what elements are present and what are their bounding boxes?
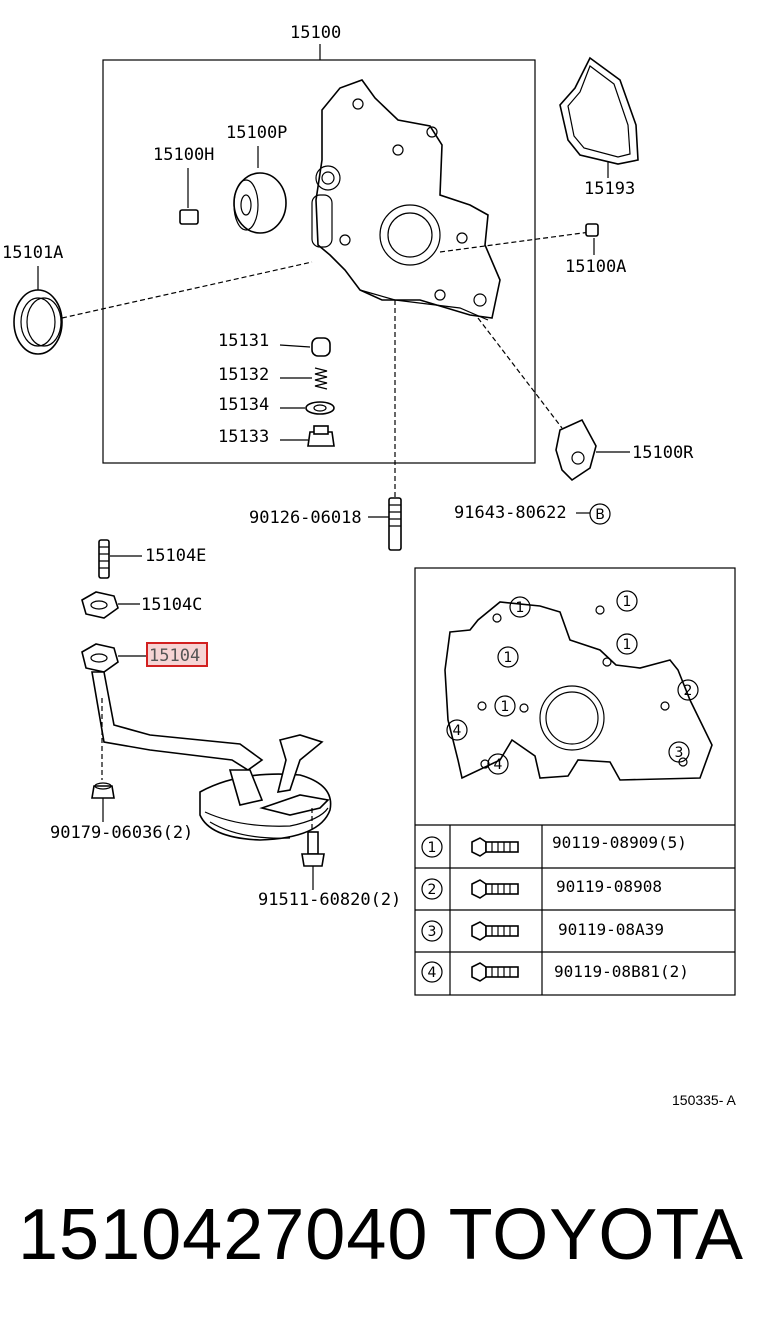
label-15104C[interactable]: 15104C	[141, 595, 202, 615]
svg-text:3: 3	[675, 745, 684, 761]
plug-15133[interactable]	[307, 425, 335, 447]
rotor-15100P[interactable]	[233, 172, 287, 234]
callout-B	[589, 503, 611, 525]
sensor-15100R[interactable]	[555, 418, 597, 482]
spring-15132[interactable]	[314, 367, 328, 390]
label-15100A[interactable]: 15100A	[565, 257, 626, 277]
nut-90179-06036[interactable]	[91, 782, 115, 799]
bolt-table-row[interactable]: 4 90119-08B81(2)	[421, 961, 689, 983]
svg-text:4: 4	[494, 757, 503, 773]
label-15134[interactable]: 15134	[218, 395, 269, 415]
figure-code: 150335- A	[672, 1092, 736, 1108]
label-90179-06036[interactable]: 90179-06036(2)	[50, 823, 193, 843]
svg-text:2: 2	[684, 683, 693, 699]
svg-text:2: 2	[428, 882, 437, 898]
brand-name: TOYOTA	[448, 1195, 744, 1275]
gasket-15193[interactable]	[559, 56, 639, 165]
svg-text:1: 1	[516, 600, 525, 616]
bolt-table	[415, 824, 735, 995]
label-15100H[interactable]: 15100H	[153, 145, 214, 165]
oil-seal-15101A[interactable]	[13, 289, 63, 355]
svg-text:1: 1	[501, 699, 510, 715]
bolt-91511-60820[interactable]	[301, 831, 325, 867]
stud-90126-06018[interactable]	[388, 497, 402, 551]
bolt-location-diagram	[444, 601, 713, 781]
svg-text:4: 4	[428, 965, 437, 981]
label-15100P[interactable]: 15100P	[226, 123, 287, 143]
strainer-15104-highlight	[146, 642, 208, 667]
label-15104E[interactable]: 15104E	[145, 546, 206, 566]
plug-15100H[interactable]	[179, 209, 199, 225]
label-15131[interactable]: 15131	[218, 331, 269, 351]
label-15100R[interactable]: 15100R	[632, 443, 694, 463]
bolt-table-row[interactable]: 1 90119-08909(5)	[421, 833, 687, 858]
svg-text:1: 1	[623, 637, 632, 653]
label-15100[interactable]: 15100	[290, 23, 341, 43]
bolt-table-row[interactable]: 2 90119-08908	[421, 877, 662, 900]
strainer-15104[interactable]	[81, 643, 332, 841]
label-15104[interactable]: 15104	[149, 646, 200, 666]
svg-text:B: B	[595, 507, 605, 523]
layout-callouts: 1 1 1 1 1 2 3 4 4	[446, 590, 699, 775]
label-15193[interactable]: 15193	[584, 179, 635, 199]
label-91643-80622[interactable]: 91643-80622	[454, 503, 567, 523]
bolt-panel	[414, 567, 736, 996]
retainer-15134[interactable]	[305, 401, 335, 415]
pin-15100A[interactable]	[585, 223, 599, 237]
bolt-part-number: 90119-08909(5)	[552, 833, 687, 852]
svg-text:1: 1	[504, 650, 513, 666]
bolt-part-number: 90119-08908	[556, 877, 662, 896]
footer: 1510427040 TOYOTA	[0, 1180, 760, 1290]
svg-text:1: 1	[623, 594, 632, 610]
svg-text:3: 3	[428, 924, 437, 940]
label-15101A[interactable]: 15101A	[2, 243, 63, 263]
oil-pump-body[interactable]	[311, 79, 501, 321]
label-90126-06018[interactable]: 90126-06018	[249, 508, 362, 528]
relief-valve-15131[interactable]	[311, 337, 331, 357]
bolt-part-number: 90119-08A39	[558, 920, 664, 939]
bolt-table-row[interactable]: 3 90119-08A39	[421, 920, 664, 942]
svg-text:1: 1	[428, 840, 437, 856]
bolt-part-number: 90119-08B81(2)	[554, 962, 689, 981]
label-91511-60820[interactable]: 91511-60820(2)	[258, 890, 401, 910]
label-15133[interactable]: 15133	[218, 427, 269, 447]
svg-text:4: 4	[453, 723, 462, 739]
stud-15104E[interactable]	[98, 539, 110, 579]
gasket-15104C[interactable]	[81, 591, 119, 619]
label-15132[interactable]: 15132	[218, 365, 269, 385]
part-number: 1510427040	[18, 1195, 429, 1275]
assembly-frame	[102, 59, 536, 464]
